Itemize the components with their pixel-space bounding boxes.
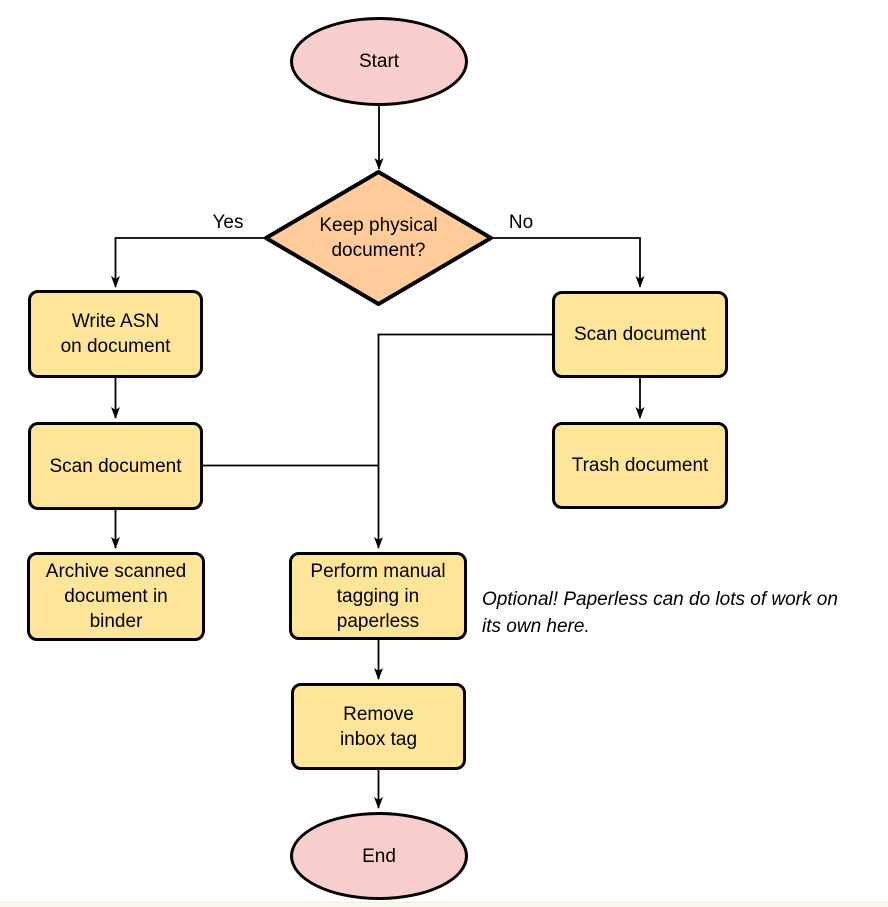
- edge-scan-right-to-tagging: [374, 333, 552, 549]
- page-bottom-edge: [0, 902, 888, 907]
- optional-note: Optional! Paperless can do lots of work …: [482, 589, 838, 637]
- node-write-asn: Write ASN on document: [28, 290, 203, 378]
- node-end: End: [290, 812, 468, 900]
- node-scan-document-left: Scan document: [28, 422, 203, 510]
- node-trash-document-label: Trash document: [571, 455, 709, 476]
- edge-decision-no-to-scan-right: [491, 237, 645, 288]
- edge-label-no: No: [508, 212, 534, 233]
- node-trash-document: Trash document: [552, 422, 728, 509]
- node-scan-document-left-label: Scan document: [49, 455, 182, 477]
- node-decision-label: Keep physical document?: [319, 215, 438, 261]
- node-scan-document-right-label: Scan document: [573, 324, 707, 345]
- node-archive-binder-label: Archive scanned document in binder: [45, 561, 187, 632]
- decision-diamond-shape: [264, 170, 493, 306]
- node-start-label: Start: [358, 51, 400, 72]
- edge-decision-yes-to-write-asn: [111, 237, 266, 288]
- node-end-label: End: [362, 845, 396, 867]
- node-remove-inbox-tag: Remove inbox tag: [291, 683, 466, 770]
- node-manual-tagging-label: Perform manual tagging in paperless: [310, 560, 446, 632]
- node-scan-document-right: Scan document: [552, 291, 728, 378]
- node-manual-tagging: Perform manual tagging in paperless: [289, 552, 467, 640]
- edge-label-yes: Yes: [212, 212, 244, 233]
- node-write-asn-label: Write ASN on document: [60, 311, 171, 357]
- node-remove-inbox-tag-label: Remove inbox tag: [339, 703, 418, 750]
- node-start: Start: [290, 17, 468, 106]
- node-archive-binder: Archive scanned document in binder: [27, 552, 205, 641]
